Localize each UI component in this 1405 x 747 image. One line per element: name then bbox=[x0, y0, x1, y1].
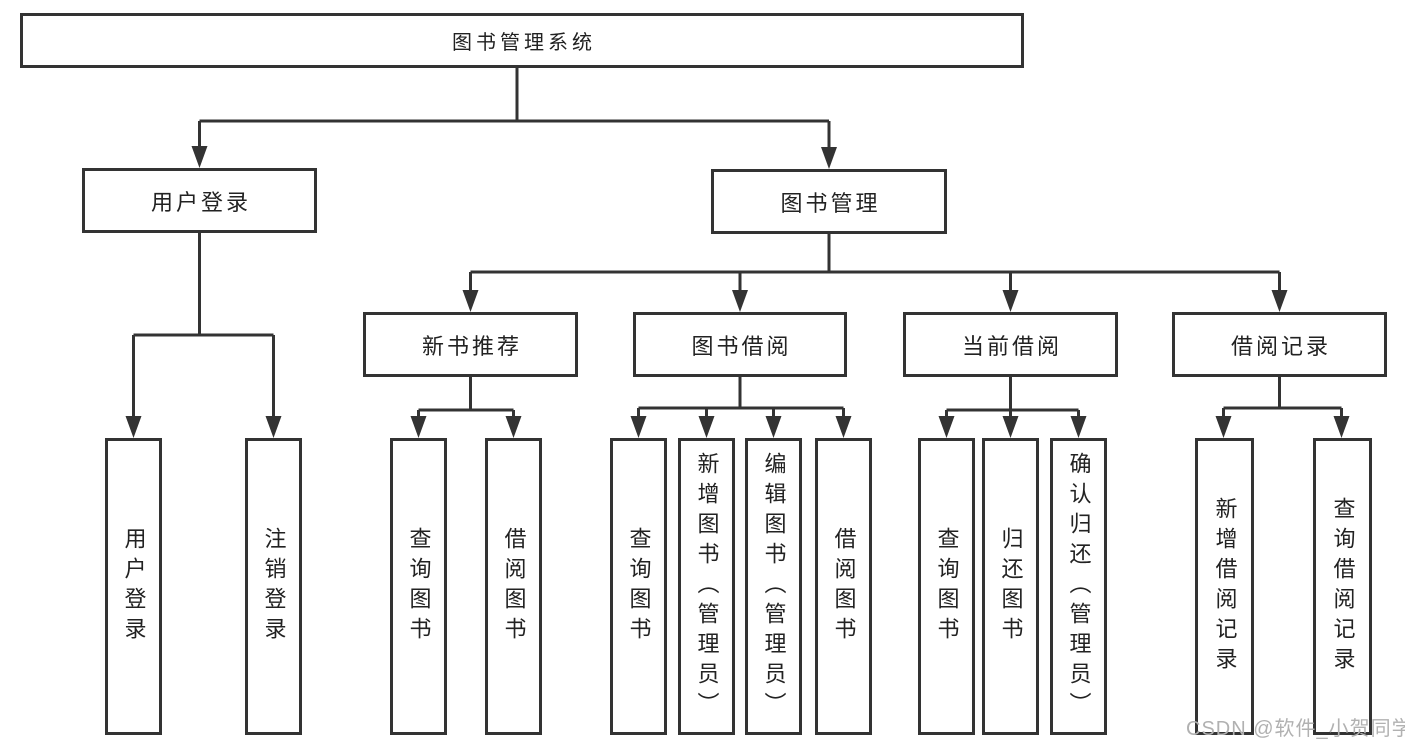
arrow-down-icon bbox=[698, 416, 715, 438]
node-label: 新增借阅记录 bbox=[1212, 496, 1238, 677]
node-label: 新增图书（管理员） bbox=[694, 451, 720, 722]
node-current-borrowing: 当前借阅 bbox=[903, 312, 1118, 377]
tree-branch-lines bbox=[132, 68, 1343, 432]
node-label: 新书推荐 bbox=[421, 333, 522, 359]
arrow-down-icon bbox=[1333, 416, 1350, 438]
arrow-down-icon bbox=[938, 416, 955, 438]
csdn-watermark: CSDN @软件_小贺同学 bbox=[1186, 718, 1405, 740]
node-label: 图书借阅 bbox=[691, 333, 792, 359]
node-label: 注销登录 bbox=[261, 526, 287, 647]
arrow-down-icon bbox=[505, 416, 522, 438]
leaf-query-books-current: 查询图书 bbox=[918, 438, 975, 735]
arrow-down-icon bbox=[1271, 290, 1288, 312]
leaf-query-books-borrowing: 查询图书 bbox=[610, 438, 667, 735]
leaf-borrow-books-borrowing: 借阅图书 bbox=[815, 438, 872, 735]
arrow-down-icon bbox=[265, 416, 282, 438]
arrow-down-icon bbox=[462, 290, 479, 312]
leaf-query-books-newrec: 查询图书 bbox=[390, 438, 447, 735]
node-label: 图书管理 bbox=[780, 190, 881, 216]
node-label: 用户登录 bbox=[150, 189, 251, 215]
arrow-down-icon bbox=[1215, 416, 1232, 438]
node-label: 用户登录 bbox=[121, 526, 147, 647]
arrow-down-icon bbox=[410, 416, 427, 438]
leaf-user-login: 用户登录 bbox=[105, 438, 162, 735]
arrow-down-icon bbox=[1002, 290, 1019, 312]
leaf-add-borrow-record: 新增借阅记录 bbox=[1195, 438, 1254, 735]
leaf-confirm-return-admin: 确认归还（管理员） bbox=[1050, 438, 1107, 735]
node-book-management: 图书管理 bbox=[711, 169, 947, 234]
node-label: 借阅图书 bbox=[501, 526, 527, 647]
arrow-down-icon bbox=[125, 416, 142, 438]
leaf-logout: 注销登录 bbox=[245, 438, 302, 735]
arrow-down-icon bbox=[630, 416, 647, 438]
node-book-borrowing: 图书借阅 bbox=[633, 312, 847, 377]
node-label: 查询图书 bbox=[626, 526, 652, 647]
leaf-borrow-books-newrec: 借阅图书 bbox=[485, 438, 542, 735]
leaf-edit-books-admin: 编辑图书（管理员） bbox=[745, 438, 802, 735]
leaf-return-books: 归还图书 bbox=[982, 438, 1039, 735]
node-label: 确认归还（管理员） bbox=[1066, 451, 1092, 722]
arrow-down-icon bbox=[835, 416, 852, 438]
node-label: 归还图书 bbox=[998, 526, 1024, 647]
arrow-down-icon bbox=[1002, 416, 1019, 438]
leaf-add-books-admin: 新增图书（管理员） bbox=[678, 438, 735, 735]
node-borrowing-records: 借阅记录 bbox=[1172, 312, 1387, 377]
node-label: 图书管理系统 bbox=[452, 32, 596, 54]
arrow-down-icon bbox=[191, 146, 208, 168]
node-label: 借阅记录 bbox=[1230, 333, 1331, 359]
leaf-query-borrow-record: 查询借阅记录 bbox=[1313, 438, 1372, 735]
arrow-down-icon bbox=[765, 416, 782, 438]
node-label: 查询借阅记录 bbox=[1330, 496, 1356, 677]
node-label: 借阅图书 bbox=[831, 526, 857, 647]
node-label: 查询图书 bbox=[406, 526, 432, 647]
node-new-book-recommendation: 新书推荐 bbox=[363, 312, 578, 377]
node-user-login: 用户登录 bbox=[82, 168, 317, 233]
node-label: 当前借阅 bbox=[961, 333, 1062, 359]
node-label: 编辑图书（管理员） bbox=[761, 451, 787, 722]
arrow-down-icon bbox=[821, 147, 837, 169]
arrow-down-icon bbox=[732, 290, 748, 312]
arrow-down-icon bbox=[1070, 416, 1087, 438]
node-library-system-root: 图书管理系统 bbox=[20, 13, 1024, 68]
arrow-down-icons bbox=[125, 146, 1350, 438]
node-label: 查询图书 bbox=[934, 526, 960, 647]
